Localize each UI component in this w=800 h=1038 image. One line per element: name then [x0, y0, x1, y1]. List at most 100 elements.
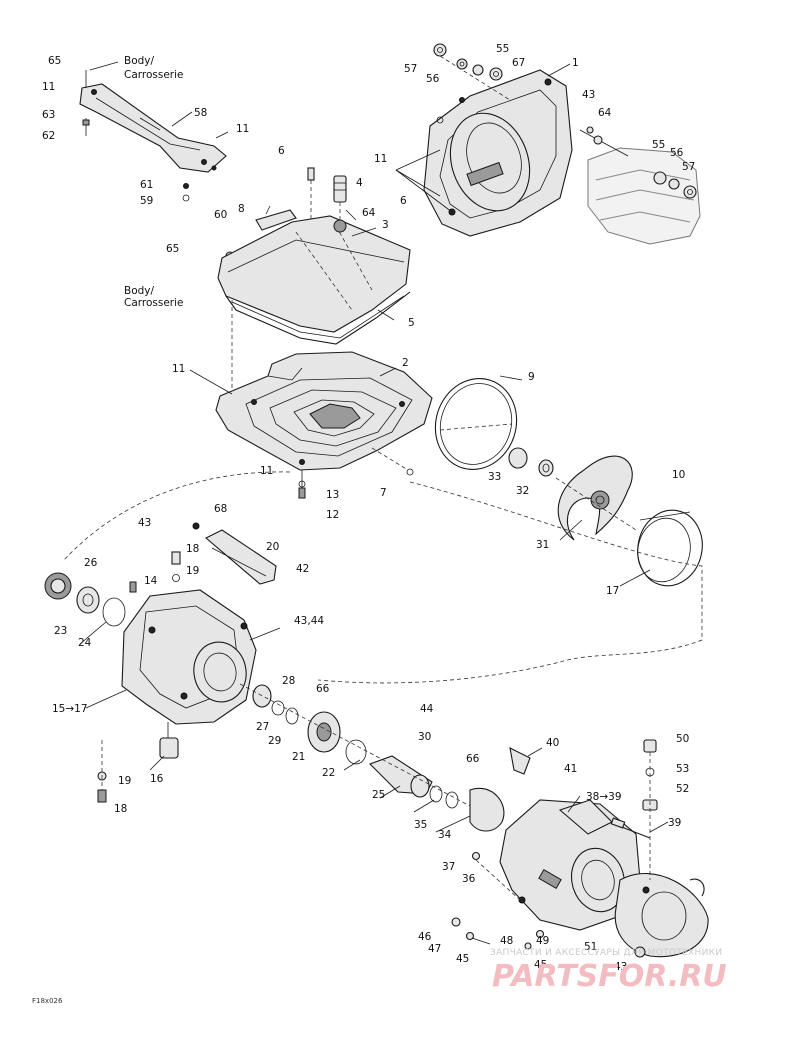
callout-62: 62 [42, 130, 55, 142]
callout-52: 52 [676, 783, 689, 795]
callout-11: 11 [172, 363, 185, 375]
callout-57: 57 [682, 161, 695, 173]
callout-11: 11 [42, 81, 55, 93]
callout-40: 40 [546, 737, 559, 749]
body-label-line1: Body/ [124, 285, 155, 297]
callout-27: 27 [256, 721, 269, 733]
callout-8: 8 [238, 203, 245, 215]
callout-22: 22 [322, 767, 335, 779]
figure-code: F18x026 [32, 997, 63, 1005]
callout-7: 7 [380, 487, 387, 499]
leader-lines [79, 61, 669, 833]
callout-64: 64 [598, 107, 612, 119]
callout-24: 24 [78, 637, 92, 649]
watermark-tagline: ЗАПЧАСТИ И АКСЕССУАРЫ ДЛЯ МОТОТЕХНИКИ [490, 948, 722, 958]
callout-42: 42 [296, 563, 309, 575]
callout-13: 13 [326, 489, 339, 501]
callout-5: 5 [408, 317, 415, 329]
callout-57: 57 [404, 63, 417, 75]
body-label-line2: Carrosserie [124, 69, 184, 81]
callout-51: 51 [584, 941, 597, 953]
callout-55: 55 [496, 43, 509, 55]
callout-11: 11 [260, 465, 273, 477]
callout-1: 1 [572, 57, 579, 69]
callout-45: 45 [534, 959, 547, 971]
callout-29: 29 [268, 735, 281, 747]
callout-43: 43 [138, 517, 151, 529]
callout-36: 36 [462, 873, 476, 885]
watermark: ЗАПЧАСТИ И АКСЕССУАРЫ ДЛЯ МОТОТЕХНИКИ PA… [490, 948, 727, 994]
callout-65: 65 [166, 243, 179, 255]
callout-41: 41 [564, 763, 577, 775]
callout-30: 30 [418, 731, 431, 743]
callout-60: 60 [214, 209, 227, 221]
callout-3: 3 [382, 219, 389, 231]
callout-34: 34 [438, 829, 452, 841]
callout-37: 37 [442, 861, 455, 873]
callout-66: 66 [466, 753, 480, 765]
callout-19: 19 [186, 565, 199, 577]
callout-6: 6 [400, 195, 407, 207]
base-plate [215, 351, 433, 499]
callout-38-39: 38→39 [586, 791, 622, 803]
callout-20: 20 [266, 541, 279, 553]
callout-56: 56 [670, 147, 684, 159]
top-plate [217, 215, 411, 392]
callout-47: 47 [428, 943, 441, 955]
gear-housing [44, 522, 277, 803]
callout-46: 46 [418, 931, 432, 943]
callout-2: 2 [402, 357, 409, 369]
body-label-line2: Carrosserie [124, 297, 184, 309]
callout-61: 61 [140, 179, 153, 191]
callout-55: 55 [652, 139, 665, 151]
callout-12: 12 [326, 509, 339, 521]
impeller-group [508, 447, 703, 587]
callout-67: 67 [512, 57, 525, 69]
callout-31: 31 [536, 539, 549, 551]
callout-17: 17 [606, 585, 619, 597]
nozzle-housing [451, 739, 709, 958]
body-label-line1: Body/ [124, 55, 155, 67]
callout-48: 48 [500, 935, 513, 947]
watermark-logo: PARTSFOR.RU [492, 959, 727, 994]
support-bracket [79, 70, 229, 173]
callout-33: 33 [488, 471, 501, 483]
callout-43: 43 [614, 961, 627, 973]
callout-6: 6 [278, 145, 285, 157]
callout-39: 39 [668, 817, 681, 829]
callout-68: 68 [214, 503, 227, 515]
drive-shaft-parts [239, 683, 471, 809]
callout-43-44: 43,44 [294, 615, 324, 627]
callout-45: 45 [456, 953, 469, 965]
callout-59: 59 [140, 195, 153, 207]
callout-53: 53 [676, 763, 689, 775]
callout-4: 4 [356, 177, 363, 189]
callout-16: 16 [150, 773, 164, 785]
wear-ring [434, 377, 518, 471]
callout-11: 11 [236, 123, 249, 135]
callout-56: 56 [426, 73, 440, 85]
callout-15-17: 15→17 [52, 703, 88, 715]
callout-43: 43 [582, 89, 595, 101]
callout-58: 58 [194, 107, 207, 119]
callout-28: 28 [282, 675, 295, 687]
callout-19: 19 [118, 775, 131, 787]
callout-26: 26 [84, 557, 98, 569]
callout-14: 14 [144, 575, 158, 587]
callout-50: 50 [676, 733, 689, 745]
callout-32: 32 [516, 485, 529, 497]
callout-11: 11 [374, 153, 387, 165]
callout-10: 10 [672, 469, 685, 481]
pump-assembly-faded [579, 126, 701, 245]
housing [423, 43, 573, 237]
callout-18: 18 [186, 543, 199, 555]
callout-44: 44 [420, 703, 434, 715]
callout-labels: 65 11 63 62 58 11 61 59 60 6 4 64 8 3 65… [42, 43, 695, 973]
callout-18: 18 [114, 803, 127, 815]
callout-64: 64 [362, 207, 376, 219]
callout-49: 49 [536, 935, 549, 947]
callout-35: 35 [414, 819, 427, 831]
callout-23: 23 [54, 625, 67, 637]
callout-25: 25 [372, 789, 385, 801]
